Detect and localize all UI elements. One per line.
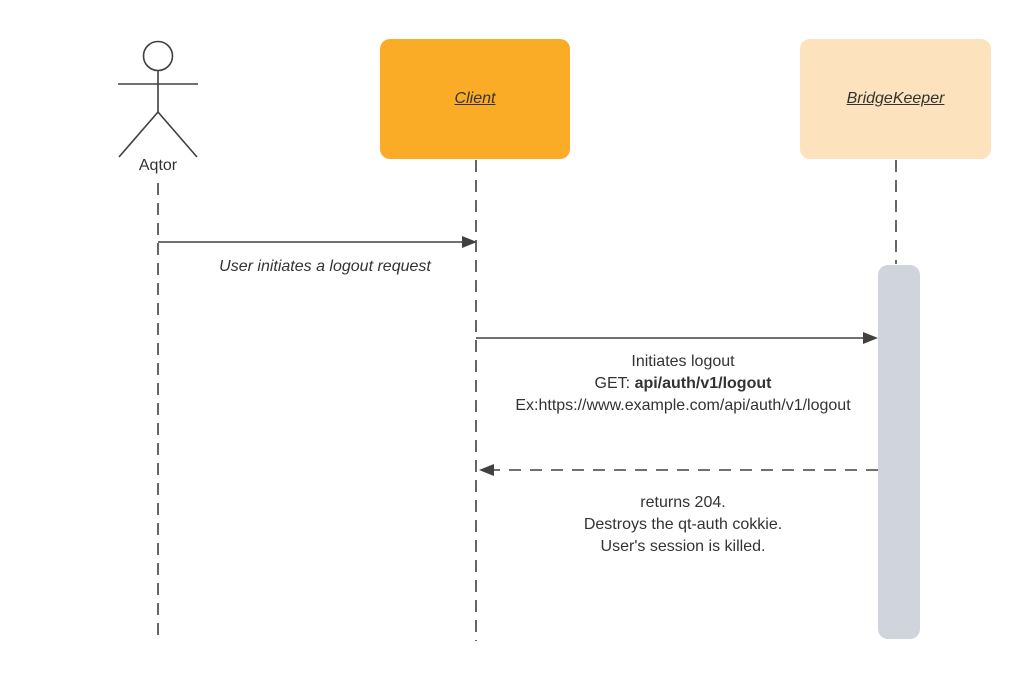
message-3-label: returns 204. Destroys the qt-auth cokkie… (480, 492, 886, 558)
message-2-line-2-method: GET: (594, 375, 635, 392)
participant-client: Client (380, 39, 570, 159)
participant-client-label: Client (454, 90, 496, 107)
actor-leg-left (118, 111, 159, 158)
actor-leg-right (157, 111, 198, 158)
activation-bar-bridgekeeper (878, 265, 920, 639)
message-2-line-1: Initiates logout (631, 353, 735, 370)
message-2-label: Initiates logout GET: api/auth/v1/logout… (480, 351, 886, 417)
actor-head (142, 40, 174, 72)
message-3-line-2: Destroys the qt-auth cokkie. (583, 516, 783, 533)
message-1-label: User initiates a logout request (219, 258, 431, 275)
message-3-arrowhead-icon (479, 464, 494, 476)
participant-bridgekeeper-label: BridgeKeeper (846, 90, 945, 107)
message-2-line-2-path: api/auth/v1/logout (634, 375, 772, 392)
participant-bridgekeeper: BridgeKeeper (800, 39, 991, 159)
message-3-line-1: returns 204. (640, 494, 726, 511)
message-1-arrowhead-icon (462, 236, 477, 248)
message-3-line-3: User's session is killed. (600, 538, 766, 555)
message-2-line-3: Ex:https://www.example.com/api/auth/v1/l… (515, 397, 851, 414)
participant-actor-label: Aqtor (138, 157, 178, 174)
message-2-line-2: GET: api/auth/v1/logout (480, 373, 886, 395)
message-2-arrowhead-icon (863, 332, 878, 344)
actor-stick-figure-icon (118, 40, 198, 158)
